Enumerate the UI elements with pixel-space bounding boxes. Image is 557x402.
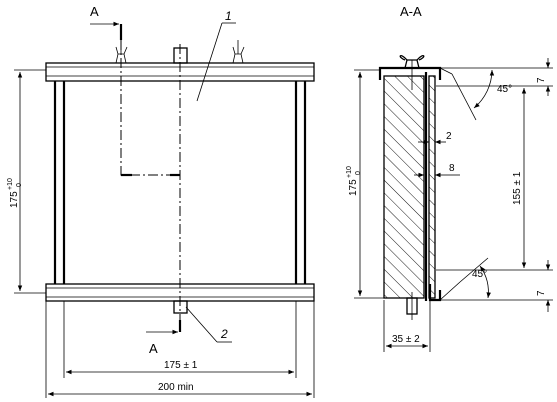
height-upper-tol: +10 xyxy=(7,178,14,190)
section-title: A-A xyxy=(400,4,422,19)
dim-35-label: 35 ± 2 xyxy=(392,334,420,345)
width-inner-label: 175 ± 1 xyxy=(164,360,198,371)
dim-2: 2 xyxy=(418,131,452,145)
section-wing-nut xyxy=(399,55,425,90)
angle-bottom-label: 45° xyxy=(472,269,487,280)
section-path xyxy=(120,40,180,176)
callout-1-leader xyxy=(196,22,223,102)
callout-2: 2 xyxy=(220,327,228,341)
section-view: A-A 45° xyxy=(346,4,553,352)
section-marker-top: A xyxy=(90,4,99,19)
dim-155-label: 155 ± 1 xyxy=(512,171,523,205)
callout-1: 1 xyxy=(225,9,232,23)
height-main-label: 175 xyxy=(9,191,20,208)
section-marker-bottom: A xyxy=(149,341,158,356)
dim-7-bottom-label: 7 xyxy=(536,290,547,296)
frame-sides xyxy=(53,81,307,284)
dim-width-min: 200 min xyxy=(45,301,315,398)
dim-8: 8 xyxy=(414,163,460,178)
wing-nut-right xyxy=(232,40,245,64)
section-height-lower-tol: 0 xyxy=(355,171,362,175)
dim-2-label: 2 xyxy=(446,131,452,142)
section-height-main: 175 xyxy=(348,179,359,196)
dim-7-top: 7 xyxy=(500,58,553,96)
hatched-block xyxy=(383,75,425,299)
bottom-clamp xyxy=(428,284,442,302)
dim-height-section: 175 +10 0 xyxy=(346,69,384,299)
dim-8-label: 8 xyxy=(449,163,455,174)
plate-strip xyxy=(428,75,436,299)
angle-top-label: 45° xyxy=(497,84,512,95)
dim-7-top-label: 7 xyxy=(536,77,547,83)
angle-top: 45° xyxy=(440,67,512,121)
angle-bottom: 45° xyxy=(440,257,500,301)
width-min-label: 200 min xyxy=(158,382,194,393)
top-clamp xyxy=(378,66,442,80)
front-view: A A 1 2 175 +10 0 175 ± 1 xyxy=(7,4,315,398)
dim-height-front: 175 +10 0 xyxy=(7,69,46,294)
section-height-upper-tol: +10 xyxy=(346,166,353,178)
dim-155: 155 ± 1 xyxy=(436,85,553,271)
dim-35: 35 ± 2 xyxy=(383,300,431,352)
dim-width-inner: 175 ± 1 xyxy=(63,301,297,378)
dim-7-bottom: 7 xyxy=(500,260,553,312)
callout-2-leader xyxy=(185,306,218,343)
height-lower-tol: 0 xyxy=(16,183,23,187)
